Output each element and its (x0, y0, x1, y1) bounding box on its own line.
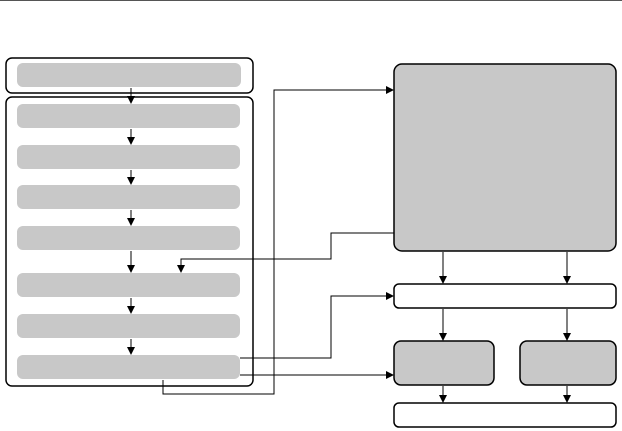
left-step-3-box (17, 185, 240, 209)
right-main-box-box (393, 63, 617, 252)
left-step-6-box (17, 314, 240, 338)
left-header-step-box (17, 63, 241, 87)
left-panel-frame (5, 96, 254, 387)
left-step-7-box (17, 355, 240, 379)
right-bar-2-box (393, 402, 617, 428)
right-small-box-right-box (519, 340, 617, 386)
edge-main-box-to-step-5 (177, 232, 394, 273)
right-bar-1-box (393, 283, 617, 309)
left-step-4-box (17, 226, 240, 250)
edges-layer (127, 86, 571, 403)
left-header-frame (5, 57, 254, 94)
left-step-2-box (17, 145, 240, 169)
left-step-5-box (17, 273, 240, 297)
edge-step-7-to-bar-1 (240, 292, 394, 359)
edge-panel-to-main-box (162, 86, 394, 395)
right-small-box-left-box (393, 340, 495, 386)
left-step-1-box (17, 104, 240, 128)
